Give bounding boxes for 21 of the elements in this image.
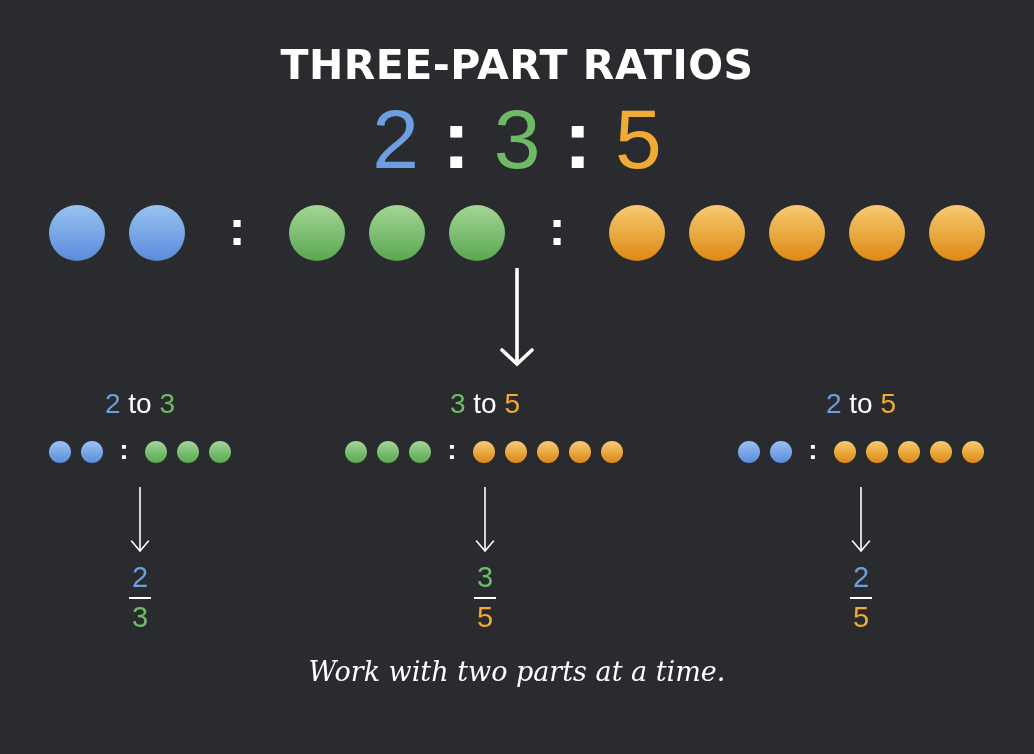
ratio-colon: : <box>808 433 818 466</box>
ratio-colon: : <box>119 433 129 466</box>
ratio-colon: : <box>548 200 566 258</box>
denominator: 5 <box>852 601 870 635</box>
numerator: 3 <box>476 561 494 595</box>
pair-heading: 2 to 5 <box>825 388 897 421</box>
ratio-heading: 2 : 3 : 5 <box>372 91 662 188</box>
denominator: 5 <box>476 601 494 635</box>
ratio-colon: : <box>228 200 246 258</box>
pair-heading: 2 to 3 <box>104 388 176 421</box>
ratio-colon: : <box>447 433 457 466</box>
caption: Work with two parts at a time. <box>308 656 726 688</box>
arrow <box>475 486 495 552</box>
arrow <box>851 486 871 552</box>
numerator: 2 <box>852 561 870 595</box>
numerator: 2 <box>131 561 149 595</box>
pair-heading: 3 to 5 <box>449 388 521 421</box>
arrow <box>130 486 150 552</box>
arrow <box>500 268 534 366</box>
title: THREE-PART RATIOS <box>280 42 754 90</box>
denominator: 3 <box>131 601 149 635</box>
